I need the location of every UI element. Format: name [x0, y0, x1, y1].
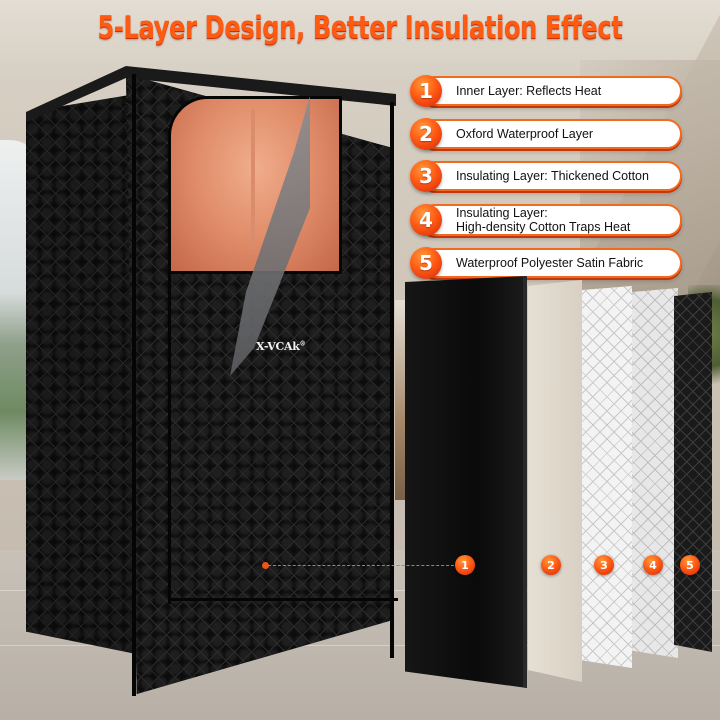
layer-panel-2 — [528, 280, 582, 682]
brand-logo-text: X-VCAk — [256, 340, 300, 353]
callout-label: Insulating Layer: High-density Cotton Tr… — [420, 203, 682, 236]
panel-marker-4: 4 — [643, 555, 663, 575]
layer-panel-3 — [582, 286, 632, 668]
layer-callout-2: 2 Oxford Waterproof Layer — [410, 117, 682, 150]
door-bottom-seam — [168, 598, 398, 601]
registered-mark: ® — [299, 340, 306, 348]
panel-marker-1: 1 — [455, 555, 475, 575]
layer-callout-list: 1 Inner Layer: Reflects Heat 2 Oxford Wa… — [410, 75, 682, 291]
panel-marker-3: 3 — [594, 555, 614, 575]
layer-callout-3: 3 Insulating Layer: Thickened Cotton — [410, 160, 682, 192]
interior-frame-post — [251, 109, 255, 249]
panel-edge — [523, 276, 527, 688]
callout-label-line1: Insulating Layer: — [456, 205, 548, 220]
leader-dashed-line — [268, 565, 454, 566]
tent-corner-edge — [132, 74, 136, 696]
layer-callout-1: 1 Inner Layer: Reflects Heat — [410, 75, 682, 107]
layer-panel-4 — [632, 288, 678, 658]
brand-logo: X-VCAk® — [256, 340, 306, 353]
tent-right-edge — [390, 102, 394, 658]
number-badge: 3 — [410, 160, 442, 192]
callout-label-line2: High-density Cotton Traps Heat — [456, 219, 631, 234]
door-window-interior — [168, 96, 342, 274]
layer-panel-1 — [405, 276, 527, 688]
number-badge: 4 — [410, 203, 442, 236]
number-badge: 1 — [410, 75, 442, 107]
layer-callout-5: 5 Waterproof Polyester Satin Fabric — [410, 247, 682, 279]
layer-callout-4: 4 Insulating Layer: High-density Cotton … — [410, 203, 682, 236]
leader-origin-dot — [262, 562, 269, 569]
number-badge: 5 — [410, 247, 442, 279]
panel-marker-5: 5 — [680, 555, 700, 575]
number-badge: 2 — [410, 117, 442, 150]
panel-marker-2: 2 — [541, 555, 561, 575]
callout-label: Waterproof Polyester Satin Fabric — [420, 248, 682, 278]
door-zipper — [168, 274, 171, 604]
callout-label: Oxford Waterproof Layer — [420, 118, 682, 149]
headline: 5-Layer Design, Better Insulation Effect — [97, 10, 623, 46]
tent-side-panel — [26, 94, 136, 654]
callout-label: Inner Layer: Reflects Heat — [420, 76, 682, 106]
callout-label: Insulating Layer: Thickened Cotton — [420, 161, 682, 191]
floor-tile-line — [0, 645, 720, 646]
layer-panel-5 — [674, 292, 712, 652]
